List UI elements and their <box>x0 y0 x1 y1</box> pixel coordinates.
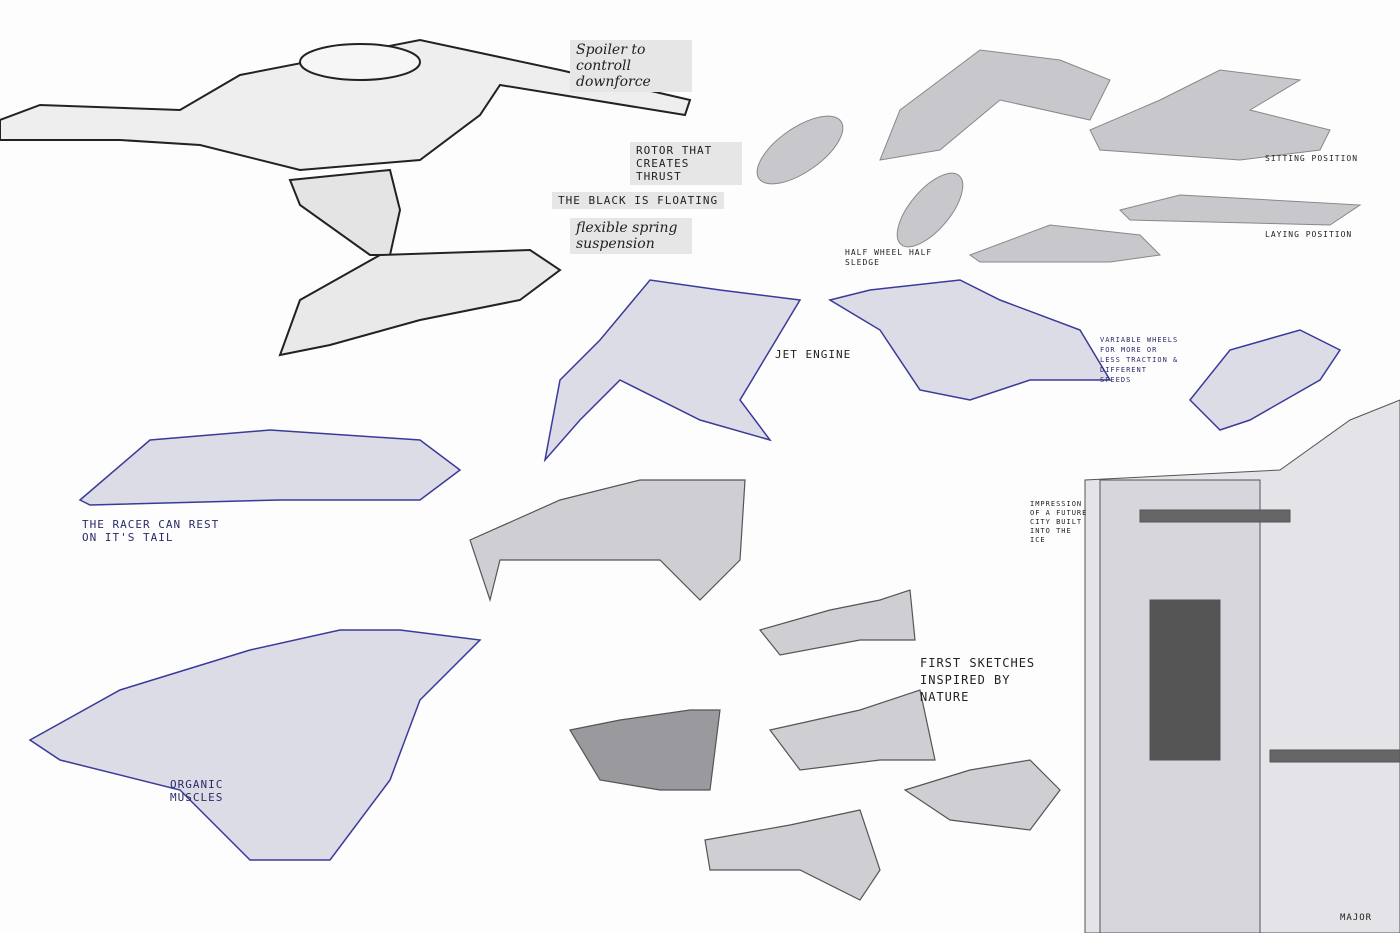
annotation-floating: The black is floating <box>552 192 725 209</box>
nature-sketch <box>758 589 916 656</box>
marker-vehicle-half-wheel <box>968 224 1162 263</box>
annotation-jet-engine: Jet engine <box>775 348 852 361</box>
annotation-rest-tail: The racer can rest on it's tail <box>82 518 220 544</box>
hover-racer-sketch <box>0 38 692 357</box>
annotation-first-sketches: First sketches inspired by nature <box>920 656 1036 704</box>
racer-suspension <box>288 168 402 256</box>
annotation-laying: Laying position <box>1265 230 1353 239</box>
city-window <box>1149 599 1221 761</box>
annotation-variable-wheels: Variable wheels for more or less tractio… <box>1100 336 1179 384</box>
marker-vehicle-sitting <box>1089 69 1331 161</box>
nature-sketch <box>903 759 1061 831</box>
city-ledge <box>1139 509 1291 523</box>
annotation-half-wheel: Half wheel half sledge <box>845 248 933 267</box>
marker-vehicle <box>879 49 1111 161</box>
nature-sketch <box>469 479 746 603</box>
nature-inspired-sketches <box>469 479 1061 901</box>
artist-signature: Major <box>1340 913 1373 923</box>
marker-vehicle-laying <box>1119 194 1362 226</box>
ice-city-sketch <box>1084 399 1400 933</box>
racer-floating-block <box>278 248 562 357</box>
wheel-vehicle <box>828 279 1112 401</box>
racer-body <box>0 38 692 172</box>
marker-pod <box>756 115 844 185</box>
marker-pod <box>896 172 964 248</box>
variable-wheel-vehicle <box>1188 329 1342 431</box>
annotation-sitting: Sitting position <box>1265 154 1359 163</box>
resting-racer <box>78 429 462 506</box>
annotation-spoiler: Spoiler to controll downforce <box>570 40 692 92</box>
annotation-rotor: Rotor that creates thrust <box>630 142 742 185</box>
jet-engine-vehicle <box>543 279 802 463</box>
nature-sketch <box>569 709 721 791</box>
city-ledge <box>1269 749 1400 763</box>
nature-sketch <box>704 809 881 901</box>
blue-ink-sketches <box>28 279 1342 861</box>
annotation-suspension: flexible spring suspension <box>570 218 692 254</box>
racer-cockpit <box>299 43 421 81</box>
annotation-city: Impression of a future city built into t… <box>1030 500 1088 544</box>
grey-marker-sketches <box>756 49 1362 263</box>
nature-sketch <box>768 689 936 771</box>
annotation-organic: Organic muscles <box>170 778 224 804</box>
organic-racer <box>28 629 482 861</box>
